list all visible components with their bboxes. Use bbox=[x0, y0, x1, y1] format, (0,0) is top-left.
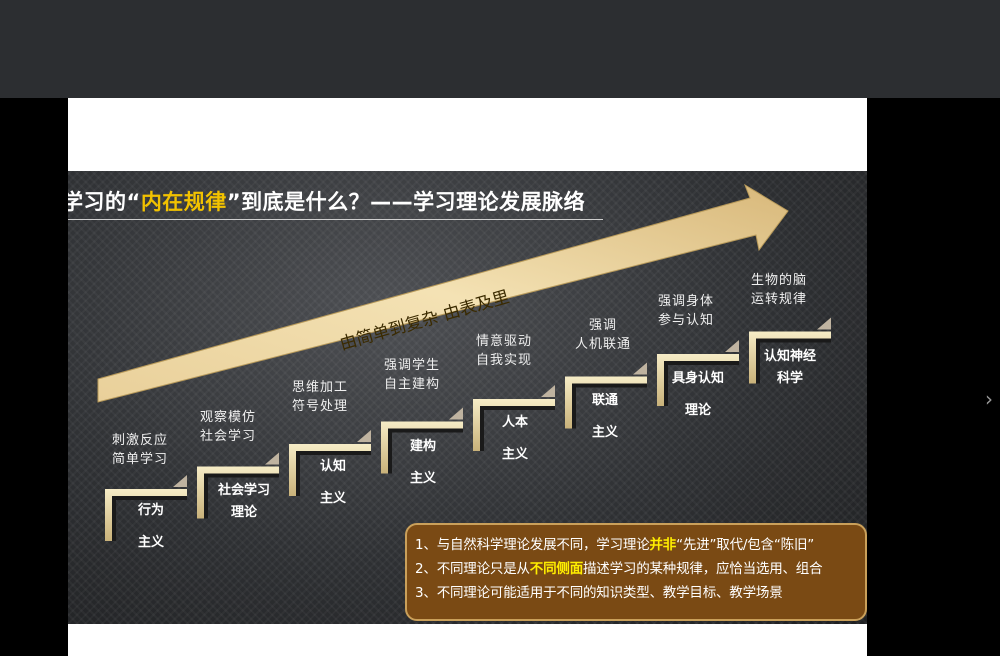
step-label-social: 社会学习理论 bbox=[217, 483, 270, 520]
step-corner bbox=[449, 407, 463, 420]
step-bracket bbox=[197, 466, 279, 519]
slide-title: 学习的“内在规律”到底是什么？——学习理论发展脉络 bbox=[68, 186, 585, 216]
step-desc-neuroscience: 生物的脑运转规律 bbox=[751, 273, 808, 307]
notes-box: 1、与自然科学理论发展不同，学习理论并非“先进”取代/包含“陈旧” 2、不同理论… bbox=[405, 523, 867, 621]
step-label-behaviorism: 行为主义 bbox=[137, 503, 164, 550]
step-corner bbox=[817, 317, 831, 330]
step-desc-humanism: 情意驱动自我实现 bbox=[476, 334, 533, 368]
step-bracket bbox=[289, 444, 371, 496]
slide: 学习的“内在规律”到底是什么？——学习理论发展脉络 由简单到复杂 由表及里 刺激… bbox=[68, 171, 867, 624]
step-desc-embodied: 强调身体参与认知 bbox=[658, 294, 715, 328]
viewer-toolbar bbox=[0, 0, 1000, 98]
note-1: 1、与自然科学理论发展不同，学习理论并非“先进”取代/包含“陈旧” bbox=[415, 537, 815, 553]
title-highlight: 内在规律 bbox=[140, 190, 227, 214]
step-corner bbox=[633, 362, 647, 375]
note-3: 3、不同理论可能适用于不同的知识类型、教学目标、教学场景 bbox=[415, 585, 783, 601]
step-corner bbox=[725, 340, 739, 352]
step-bracket bbox=[749, 331, 831, 384]
step-desc-connectivism: 强调人机联通 bbox=[574, 318, 631, 352]
step-corner bbox=[541, 385, 555, 397]
step-bracket bbox=[105, 489, 187, 541]
step-bracket bbox=[473, 399, 555, 451]
document-page: 学习的“内在规律”到底是什么？——学习理论发展脉络 由简单到复杂 由表及里 刺激… bbox=[68, 98, 867, 656]
step-corner bbox=[357, 430, 371, 442]
title-part-3: ”到底是什么？——学习理论发展脉络 bbox=[226, 190, 586, 214]
step-bracket bbox=[565, 376, 647, 429]
step-desc-cognitivism: 思维加工符号处理 bbox=[292, 380, 349, 414]
step-desc-constructivism: 强调学生自主建构 bbox=[384, 358, 441, 392]
step-bracket bbox=[657, 354, 739, 406]
step-label-humanism: 人本主义 bbox=[501, 415, 528, 462]
step-label-connectivism: 联通主义 bbox=[591, 393, 618, 440]
progress-arrow bbox=[97, 183, 789, 403]
step-desc-social: 观察模仿社会学习 bbox=[200, 410, 257, 444]
step-desc-behaviorism: 刺激反应简单学习 bbox=[112, 433, 169, 467]
title-part-1: 学习的“ bbox=[68, 190, 141, 214]
step-corner bbox=[173, 475, 187, 487]
step-label-cognitivism: 认知主义 bbox=[319, 459, 346, 506]
step-bracket bbox=[381, 421, 463, 474]
note-2: 2、不同理论只是从不同侧面描述学习的某种规律，应恰当选用、组合 bbox=[415, 561, 823, 577]
step-label-constructivism: 建构主义 bbox=[409, 439, 436, 486]
step-shapes bbox=[105, 317, 831, 541]
steps-and-arrow-graphic bbox=[97, 183, 831, 541]
step-label-embodied: 具身认知理论 bbox=[671, 371, 724, 418]
step-label-neuroscience: 认知神经科学 bbox=[763, 349, 816, 386]
title-underline bbox=[68, 219, 603, 220]
step-corner bbox=[265, 452, 279, 465]
next-page-chevron-icon[interactable]: › bbox=[985, 387, 993, 411]
